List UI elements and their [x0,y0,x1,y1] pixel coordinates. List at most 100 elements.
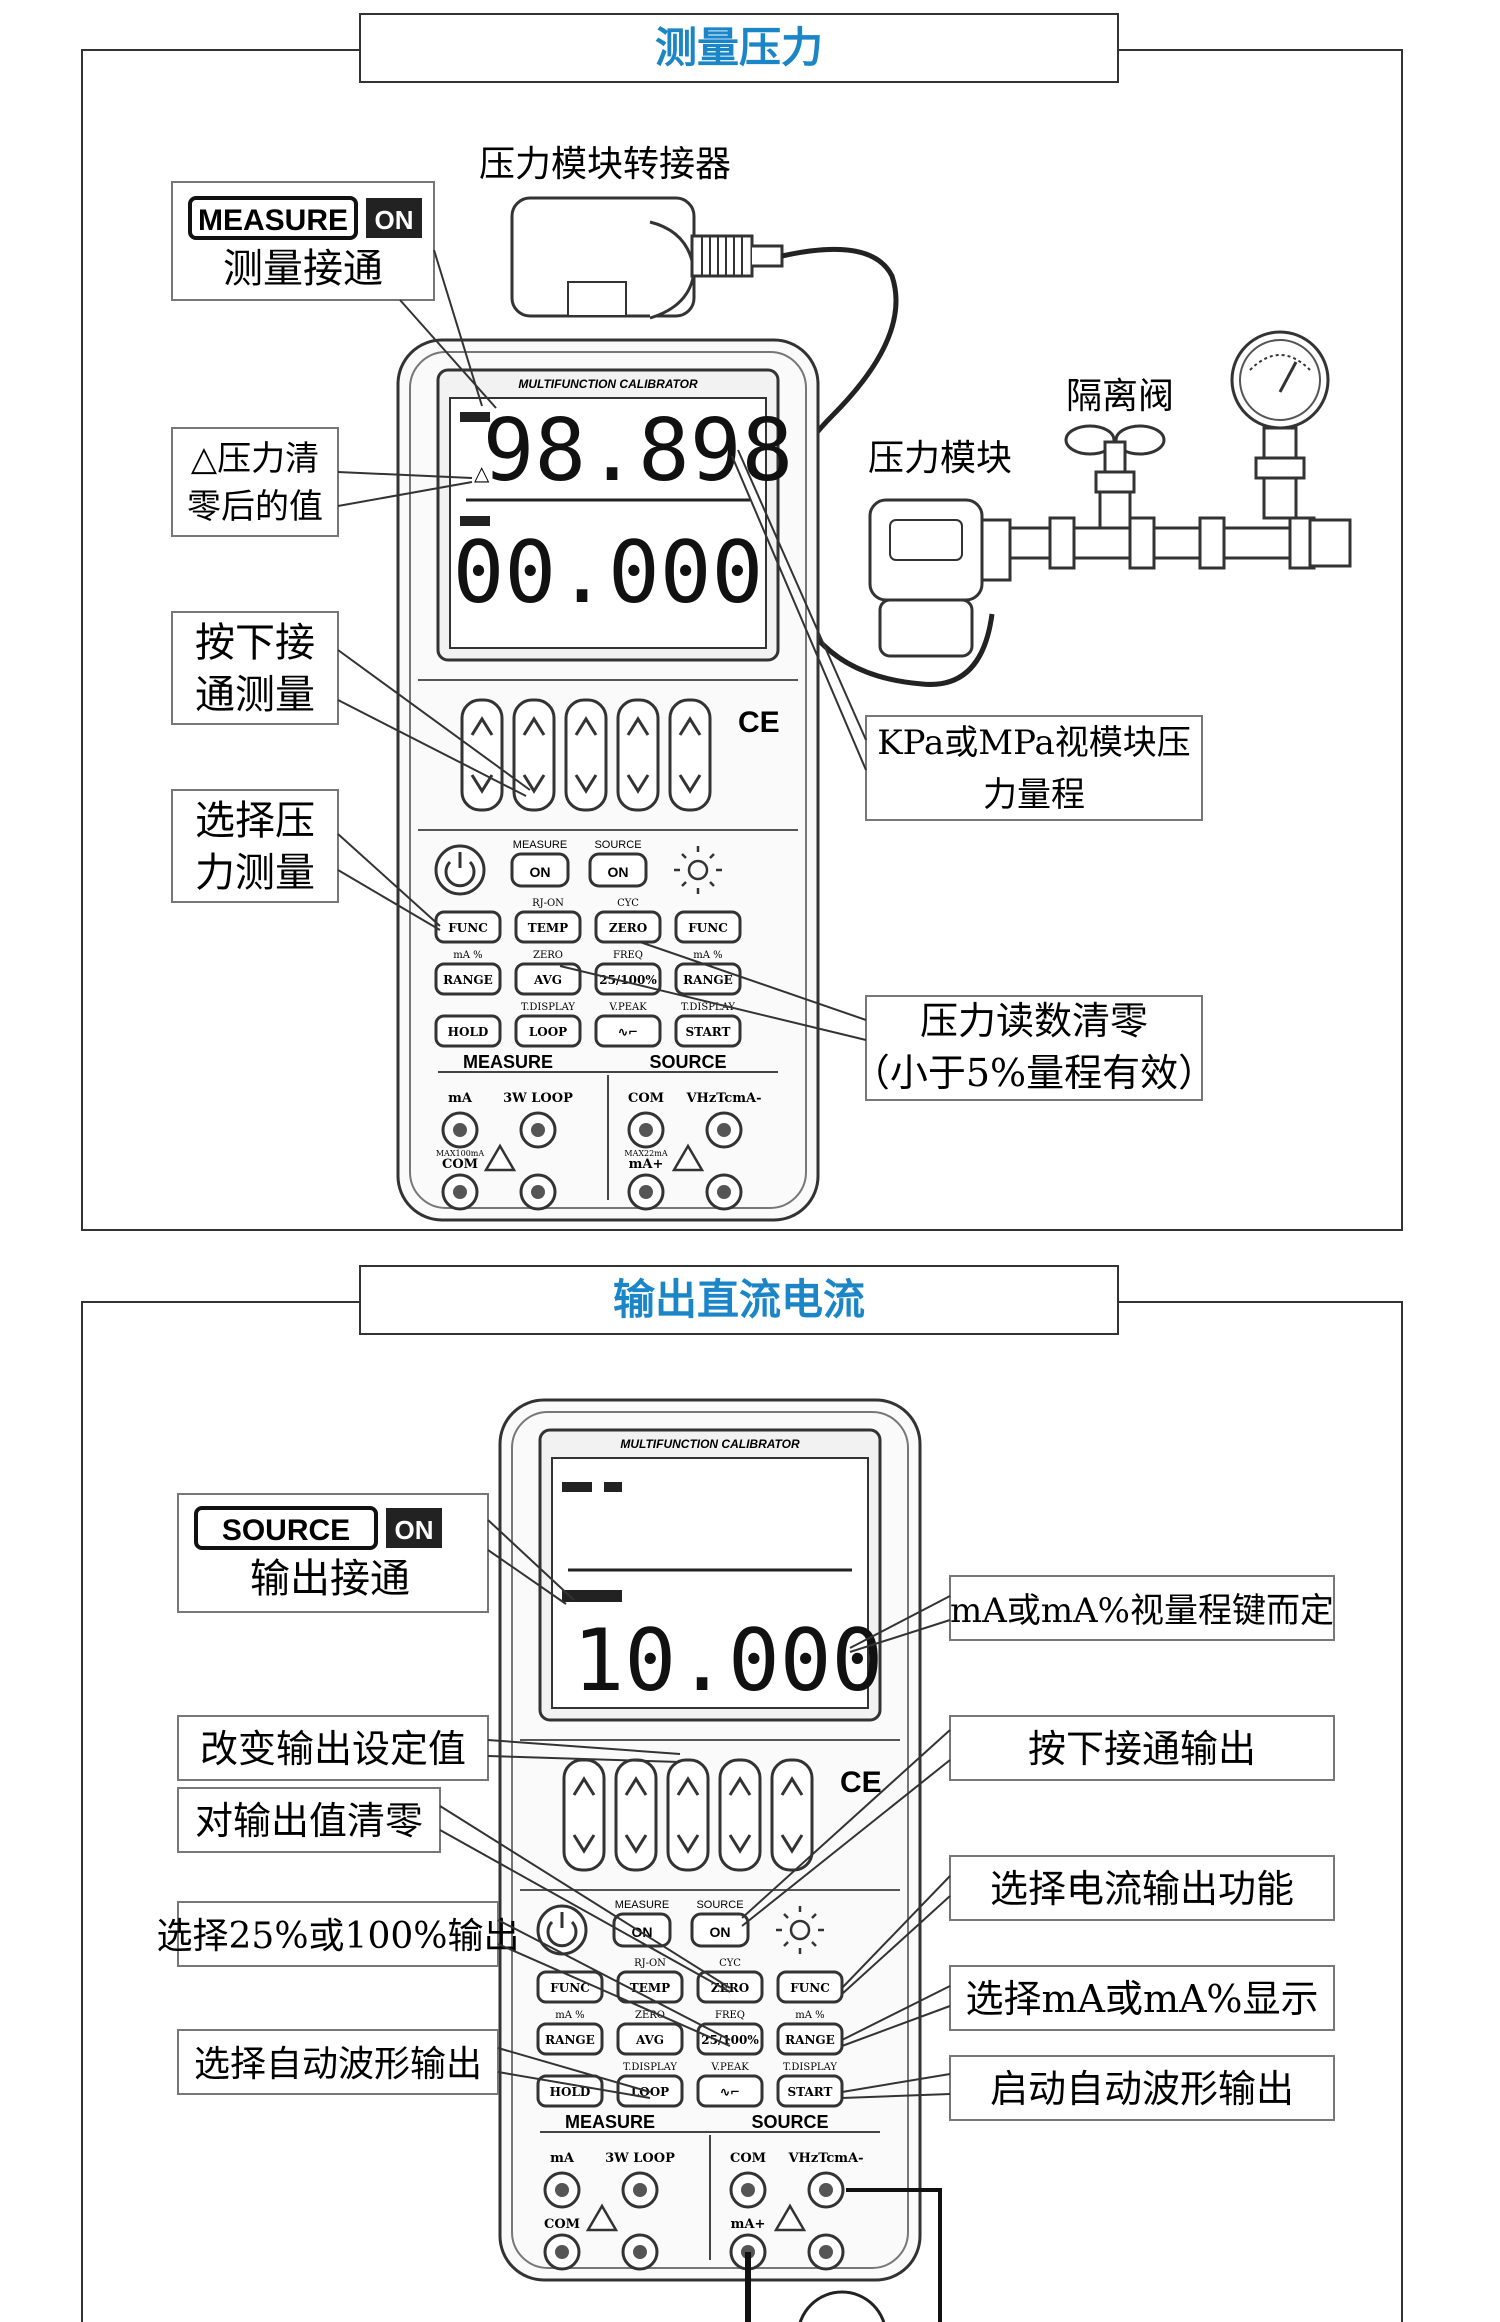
source-small: SOURCE [594,839,641,851]
btn-temp[interactable]: TEMP [528,921,568,935]
output-wire-negative [846,2188,942,2322]
measure-badge: MEASURE [198,204,348,237]
leader-measure-on [399,299,497,409]
source-on-caption: 输出接通 [250,1556,410,1602]
sub2-zero: ZERO [635,2010,665,2021]
on-button-source[interactable]: ON [608,864,629,880]
jack-note-1: MAX100mA [436,1149,485,1158]
leader-zero [639,941,867,1021]
section-source-dc-current: 输出直流电流 MULTIFUNCTION CALIBRATOR 10.000 C… [81,1265,1403,2322]
zero-output: 对输出值清零 [195,1799,423,1843]
btn2-temp[interactable]: TEMP [630,1981,670,1995]
btn-hold[interactable]: HOLD [448,1025,489,1039]
btn-range-l[interactable]: RANGE [443,973,493,987]
jack-label-mapos: mA+ [629,1157,664,1172]
btn2-range-l[interactable]: RANGE [545,2033,595,2047]
btn2-range-r[interactable]: RANGE [785,2033,835,2047]
isolation-valve-label: 隔离阀 [1066,376,1174,417]
leader-source-on [487,1519,575,1601]
btn-func-l[interactable]: FUNC [448,921,488,935]
select-25-100: 选择25%或100%输出 [157,1916,520,1957]
sub-ma-l: mA % [453,950,482,961]
sub-tdisp-r: T.DISPLAY [681,1002,735,1013]
btn2-hold[interactable]: HOLD [550,2085,591,2099]
sub2-ma-r: mA % [795,2010,824,2021]
press-line2: 通测量 [195,672,315,718]
callout-kpa: KPa或MPa视模块压 力量程 [865,715,1203,821]
on-button-measure[interactable]: ON [530,864,551,880]
source-badge: SOURCE [222,1514,350,1547]
leader-ma-display [841,1985,951,2041]
sub-ma-r: mA % [693,950,722,961]
btn2-wave[interactable]: ∿⌐ [720,2085,740,2099]
sub-cyc: CYC [617,898,639,909]
jack-label-vhz: VHzTcmA- [685,1091,761,1106]
section-title: 测量压力 [655,24,823,71]
btn2-func-r[interactable]: FUNC [790,1981,830,1995]
leader-auto-wave [497,2047,651,2093]
select-current-func: 选择电流输出功能 [990,1867,1294,1911]
brand-label-2: MULTIFUNCTION CALIBRATOR [620,1437,800,1451]
callout-ma-display: 选择mA或mA%显示 [949,1965,1335,2031]
start-auto-wave: 启动自动波形输出 [990,2067,1294,2111]
callout-press-output: 按下接通输出 [949,1715,1335,1781]
btn-25-100[interactable]: 25/100% [599,973,657,987]
callout-zero-output: 对输出值清零 [177,1787,441,1853]
leader-zero-output [439,1805,731,1989]
section-title-2: 输出直流电流 [613,1276,865,1323]
btn2-func-l[interactable]: FUNC [550,1981,590,1995]
leader-delta [337,471,473,479]
sub2-tdisp-r: T.DISPLAY [783,2062,837,2073]
sub-tdisp-l: T.DISPLAY [521,1002,575,1013]
leader-select [337,833,441,927]
btn-wave[interactable]: ∿⌐ [618,1025,638,1039]
pressure-module [868,498,1012,658]
press-on-output: 按下接通输出 [1028,1727,1256,1771]
btn-avg[interactable]: AVG [533,973,562,987]
leader-start-wave [841,2073,951,2093]
jack2-label-3wloop: 3W LOOP [605,2151,675,2166]
btn2-25-100[interactable]: 25/100% [701,2033,759,2047]
press-line1: 按下接 [195,620,315,666]
jack2-label-ma: mA [550,2151,575,2166]
callout-zero-reading: 压力读数清零 （小于5%量程有效） [852,995,1216,1101]
section-title-box [359,13,1119,83]
callout-change-setpoint: 改变输出设定值 [177,1715,489,1781]
kpa-line1: KPa或MPa视模块压 [877,723,1190,763]
on-badge: ON [375,205,414,235]
callout-current-func: 选择电流输出功能 [949,1855,1335,1921]
on-button-source-2[interactable]: ON [710,1924,731,1940]
calibrator-device-2: MULTIFUNCTION CALIBRATOR 10.000 CE ON ON… [498,1398,922,2282]
ma-note: mA或mA%视量程键而定 [950,1591,1334,1631]
btn-zero[interactable]: ZERO [609,921,647,935]
jack-note-3: MAX22mA [624,1149,667,1158]
kpa-line2: 力量程 [983,775,1085,815]
btn-start[interactable]: START [686,1025,731,1039]
btn-func-r[interactable]: FUNC [688,921,728,935]
source-header-2: SOURCE [751,2112,828,2132]
leader-ma-note [849,1595,951,1649]
brand-label: MULTIFUNCTION CALIBRATOR [518,377,698,391]
delta-line2: 零后的值 [187,487,323,527]
measure-on-caption: 测量接通 [223,246,383,292]
source-header: SOURCE [649,1052,726,1072]
callout-measure-on: MEASURE ON 测量接通 [171,181,435,301]
btn2-avg[interactable]: AVG [635,2033,664,2047]
section-measure-pressure: 测量压力 压力模块转接器 压力模块 [81,13,1403,1231]
measure-header-2: MEASURE [565,2112,655,2132]
measure-small-2: MEASURE [615,1899,669,1911]
lcd-primary-reading: 98.898 [483,401,794,501]
on-badge-2: ON [395,1515,434,1545]
btn2-start[interactable]: START [788,2085,833,2099]
jack-label-com: COM [628,1091,664,1106]
source-small-2: SOURCE [696,1899,743,1911]
select-ma-display: 选择mA或mA%显示 [965,1977,1318,2021]
jack-label-com2: COM [442,1157,478,1172]
btn-range-r[interactable]: RANGE [683,973,733,987]
sub2-tdisp-l: T.DISPLAY [623,2062,677,2073]
callout-start-wave: 启动自动波形输出 [949,2055,1335,2121]
sub2-rjon: RJ-ON [634,1958,666,1969]
btn-loop[interactable]: LOOP [529,1025,567,1039]
calibrator-device: MULTIFUNCTION CALIBRATOR 98.898 △ 00.000… [396,338,820,1222]
